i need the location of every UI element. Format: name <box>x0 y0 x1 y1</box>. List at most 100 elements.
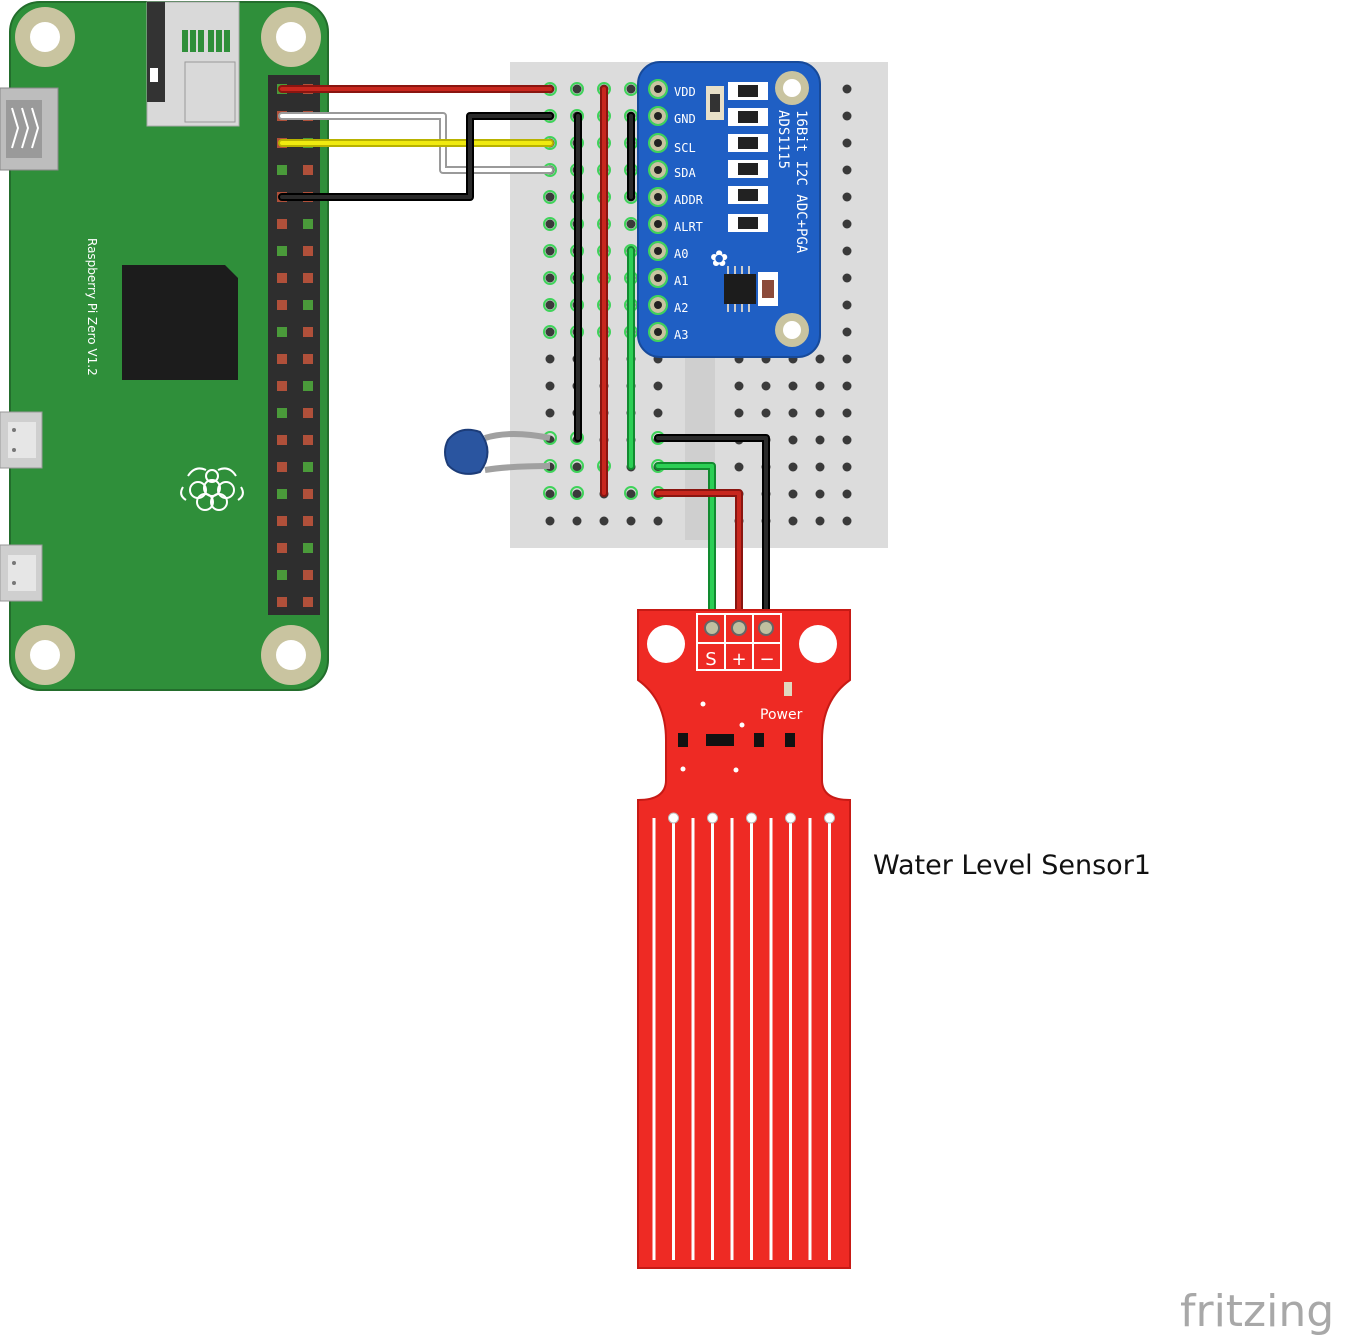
breadboard-hole <box>842 111 852 121</box>
connected-hole-marker <box>543 325 557 339</box>
breadboard-hole <box>842 300 852 310</box>
connected-hole-marker <box>570 82 584 96</box>
breadboard-hole <box>572 84 582 94</box>
breadboard-hole <box>815 462 825 472</box>
breadboard-hole <box>545 273 555 283</box>
breadboard-hole <box>842 516 852 526</box>
adc-pin-label-vdd: VDD <box>674 85 696 99</box>
raspberry-logo-icon <box>180 467 244 511</box>
breadboard-hole <box>572 462 582 472</box>
gpio-pin <box>277 462 287 472</box>
adc-pin <box>648 322 668 342</box>
breadboard-hole <box>545 516 555 526</box>
breadboard-hole <box>842 489 852 499</box>
adc-pin <box>648 295 668 315</box>
breadboard-hole <box>545 327 555 337</box>
mini-hdmi-port <box>0 87 59 171</box>
breadboard-hole <box>842 327 852 337</box>
gpio-pin <box>277 246 287 256</box>
gpio-pin <box>277 219 287 229</box>
breadboard-hole <box>788 462 798 472</box>
fritzing-logo: fritzing <box>1180 1286 1334 1337</box>
gpio-pin <box>277 543 287 553</box>
breadboard-hole <box>788 516 798 526</box>
breadboard-hole <box>626 489 636 499</box>
gpio-pin <box>303 219 313 229</box>
adc-pin-label-alrt: ALRT <box>674 220 703 234</box>
breadboard-hole <box>761 381 771 391</box>
gpio-pin <box>303 300 313 310</box>
gpio-pin <box>277 327 287 337</box>
sensor-pin-label-plus: + <box>731 649 746 670</box>
sensor-header-pin <box>758 620 774 636</box>
breadboard-hole <box>815 489 825 499</box>
adc-pin <box>648 106 668 126</box>
breadboard-hole <box>653 516 663 526</box>
breadboard-hole <box>572 516 582 526</box>
adc-pin-label-a2: A2 <box>674 301 688 315</box>
adc-pin-label-a1: A1 <box>674 274 688 288</box>
connected-hole-marker <box>543 271 557 285</box>
gpio-pin <box>277 435 287 445</box>
gpio-pin <box>303 381 313 391</box>
sensor-header-pin <box>704 620 720 636</box>
gpio-pin <box>303 570 313 580</box>
breadboard-hole <box>842 273 852 283</box>
sensor-mounting-hole <box>799 625 837 663</box>
gpio-pin <box>277 516 287 526</box>
adc-pin <box>648 268 668 288</box>
breadboard-hole <box>842 462 852 472</box>
breadboard-hole <box>842 219 852 229</box>
power-led <box>784 682 792 696</box>
gpio-pin <box>303 435 313 445</box>
breadboard-hole <box>626 219 636 229</box>
breadboard-hole <box>545 246 555 256</box>
breadboard-hole <box>815 354 825 364</box>
connected-hole-marker <box>543 244 557 258</box>
adc-pin <box>648 79 668 99</box>
gpio-pin <box>277 273 287 283</box>
gpio-pin <box>303 273 313 283</box>
adc-pin-label-sda: SDA <box>674 166 696 180</box>
pi-mounting-hole <box>15 625 75 685</box>
adc-mounting-hole <box>775 71 809 105</box>
pi-mounting-hole <box>15 7 75 67</box>
adc-pin-label-gnd: GND <box>674 112 696 126</box>
gpio-pin <box>277 597 287 607</box>
breadboard-hole <box>545 408 555 418</box>
connected-hole-marker <box>543 486 557 500</box>
pi-board-label: Raspberry Pi Zero V1.2 <box>85 238 99 376</box>
gpio-header <box>268 75 320 615</box>
breadboard-hole <box>653 408 663 418</box>
breadboard-hole <box>545 300 555 310</box>
breadboard-hole <box>545 192 555 202</box>
sensor-trace-pad <box>785 812 796 824</box>
gpio-pin <box>303 516 313 526</box>
adc-pin-label-a3: A3 <box>674 328 688 342</box>
adc-pin <box>648 133 668 153</box>
breadboard-hole <box>815 516 825 526</box>
breadboard-hole <box>815 435 825 445</box>
gpio-pin <box>303 543 313 553</box>
breadboard-hole <box>572 489 582 499</box>
breadboard-hole <box>842 354 852 364</box>
sensor-pin-label-s: S <box>705 649 716 670</box>
breadboard-hole <box>788 435 798 445</box>
sensor-header-pin <box>731 620 747 636</box>
wires <box>278 85 770 630</box>
sensor-header <box>696 613 782 671</box>
adc-pin-labels: VDD GND SCL SDA ADDR ALRT A0 A1 A2 A3 <box>674 85 704 342</box>
adc-smd-components <box>706 82 778 312</box>
breadboard-hole <box>734 408 744 418</box>
gpio-pin <box>303 354 313 364</box>
breadboard-hole <box>626 84 636 94</box>
raspberry-pi-zero: Raspberry Pi Zero V1.2 <box>0 1 329 691</box>
adc-pin-label-addr: ADDR <box>674 193 704 207</box>
breadboard-hole <box>545 219 555 229</box>
connected-hole-marker <box>570 459 584 473</box>
gpio-pin <box>277 570 287 580</box>
power-label: Power <box>760 707 803 723</box>
gpio-pin <box>277 165 287 175</box>
adc-pin <box>648 241 668 261</box>
